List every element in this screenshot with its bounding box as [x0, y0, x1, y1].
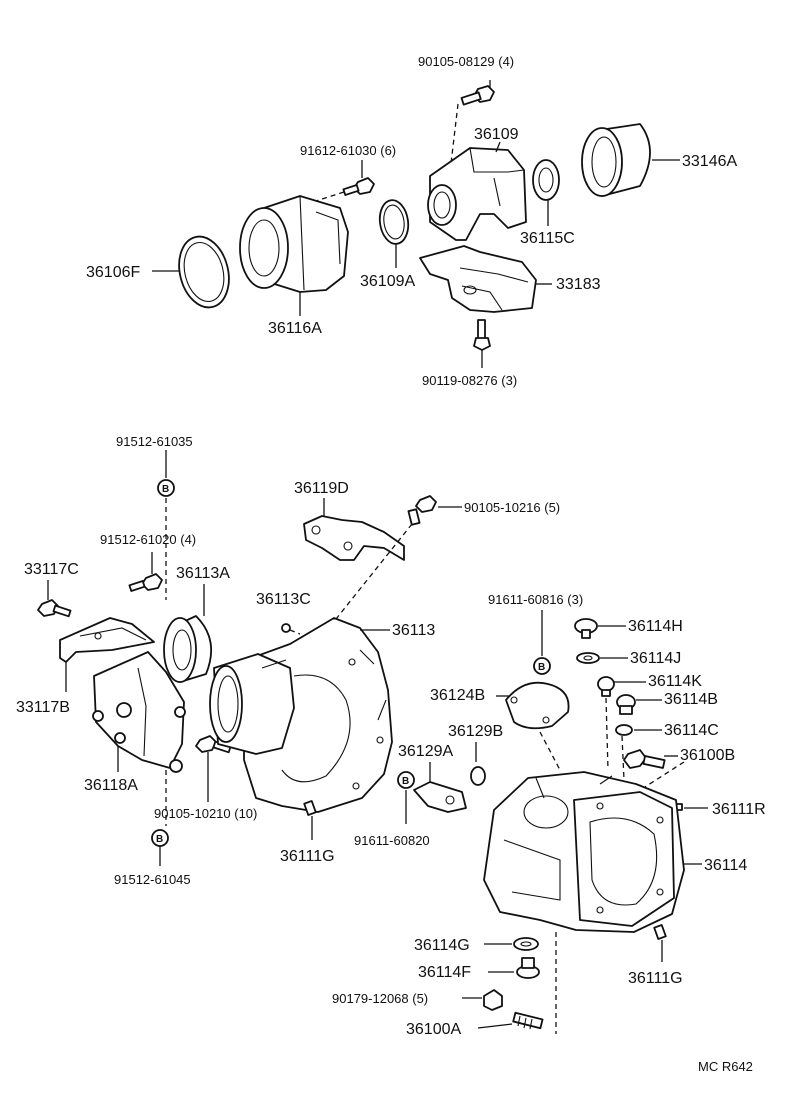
- part-36109-housing: [427, 147, 527, 241]
- part-36118A-adapter: [92, 651, 186, 773]
- label-36115C: 36115C: [520, 230, 575, 247]
- label-91512-61020: 91512-61020 (4): [100, 532, 196, 547]
- bolt-90119-08276: [473, 319, 491, 351]
- label-90105-10210: 90105-10210 (10): [154, 806, 257, 821]
- label-36109A: 36109A: [360, 273, 415, 290]
- label-91612-61030: 91612-61030 (6): [300, 143, 396, 158]
- part-36113-housing: [209, 617, 393, 813]
- b-marker-bottom-left: B: [151, 829, 169, 847]
- reference-code: MC R642: [698, 1059, 753, 1074]
- label-36114: 36114: [704, 857, 747, 874]
- label-36114F: 36114F: [418, 964, 471, 981]
- part-36113C-pin: [281, 623, 291, 633]
- pin-36111G-left: [303, 800, 317, 816]
- part-36109A-gasket: [378, 199, 410, 245]
- part-36115C-seal: [532, 159, 560, 201]
- label-36129A: 36129A: [398, 743, 453, 760]
- washer-36114C: [615, 724, 633, 736]
- label-33183: 33183: [556, 276, 601, 293]
- label-36116A: 36116A: [268, 320, 322, 337]
- label-91611-60816: 91611-60816 (3): [488, 592, 583, 607]
- part-33146A-sleeve: [581, 123, 651, 197]
- b-marker-center: B: [397, 771, 415, 789]
- plug-36114B: [616, 694, 636, 715]
- label-36129B: 36129B: [448, 723, 503, 740]
- part-36129B-plug: [470, 766, 486, 786]
- bolt-36100B: [623, 749, 666, 769]
- bolt-91612-61030: [342, 177, 375, 196]
- part-36124B-cover: [505, 681, 570, 730]
- bolt-91512-61020: [128, 573, 163, 592]
- part-36116A-housing: [239, 195, 349, 293]
- label-33117C: 33117C: [24, 561, 79, 578]
- label-36111G-right: 36111G: [628, 970, 683, 987]
- bolt-90105-08129: [460, 85, 495, 106]
- part-33183-mount: [419, 245, 537, 313]
- washer-36114G: [513, 937, 539, 951]
- label-36113A: 36113A: [176, 565, 230, 582]
- label-36111G-left: 36111G: [280, 848, 335, 865]
- part-36113A-bearing: [163, 615, 213, 683]
- bolt-90105-10216: [407, 495, 437, 526]
- label-36114J: 36114J: [630, 650, 681, 667]
- stud-36100A: [512, 1011, 544, 1030]
- label-36100A: 36100A: [406, 1021, 461, 1038]
- b-marker-letter: B: [402, 776, 409, 787]
- label-36106F: 36106F: [86, 264, 140, 281]
- label-36124B: 36124B: [430, 687, 485, 704]
- nut-90179-12068: [483, 989, 503, 1011]
- bolt-33117C: [37, 599, 72, 618]
- label-36114G: 36114G: [414, 937, 470, 954]
- label-36113C: 36113C: [256, 591, 311, 608]
- label-90105-08129: 90105-08129 (4): [418, 54, 514, 69]
- label-90179-12068: 90179-12068 (5): [332, 991, 428, 1006]
- plug-36114F: [516, 957, 540, 979]
- label-36113: 36113: [392, 622, 435, 639]
- bolt-36114H: [574, 618, 598, 639]
- label-36114C: 36114C: [664, 722, 719, 739]
- washer-36114J: [576, 652, 600, 664]
- bolt-90105-10210: [195, 735, 232, 754]
- label-36114H: 36114H: [628, 618, 683, 635]
- label-36114B: 36114B: [664, 691, 718, 708]
- label-91611-60820: 91611-60820: [354, 833, 430, 848]
- b-marker-letter: B: [538, 662, 545, 673]
- b-marker-right: B: [533, 657, 551, 675]
- label-91512-61045: 91512-61045: [114, 872, 191, 887]
- label-36109: 36109: [474, 126, 519, 143]
- b-marker-top-left: B: [157, 479, 175, 497]
- part-36114-case: [483, 771, 685, 933]
- label-91512-61035: 91512-61035: [116, 434, 193, 449]
- label-36100B: 36100B: [680, 747, 735, 764]
- plug-36114K: [597, 676, 615, 697]
- part-36106F-oring: [178, 235, 230, 309]
- pin-36111G-right: [653, 924, 667, 940]
- part-36129A-plate: [413, 781, 467, 813]
- label-33146A: 33146A: [682, 153, 737, 170]
- label-36114K: 36114K: [648, 673, 702, 690]
- part-33117B-bracket: [59, 617, 155, 663]
- label-36111R: 36111R: [712, 801, 766, 818]
- label-36119D: 36119D: [294, 480, 349, 497]
- label-36118A: 36118A: [84, 777, 138, 794]
- label-90119-08276: 90119-08276 (3): [422, 373, 517, 388]
- label-90105-10216: 90105-10216 (5): [464, 500, 560, 515]
- b-marker-letter: B: [156, 834, 163, 845]
- b-marker-letter: B: [162, 484, 169, 495]
- part-36119D-bracket: [303, 515, 405, 561]
- label-33117B: 33117B: [16, 699, 70, 716]
